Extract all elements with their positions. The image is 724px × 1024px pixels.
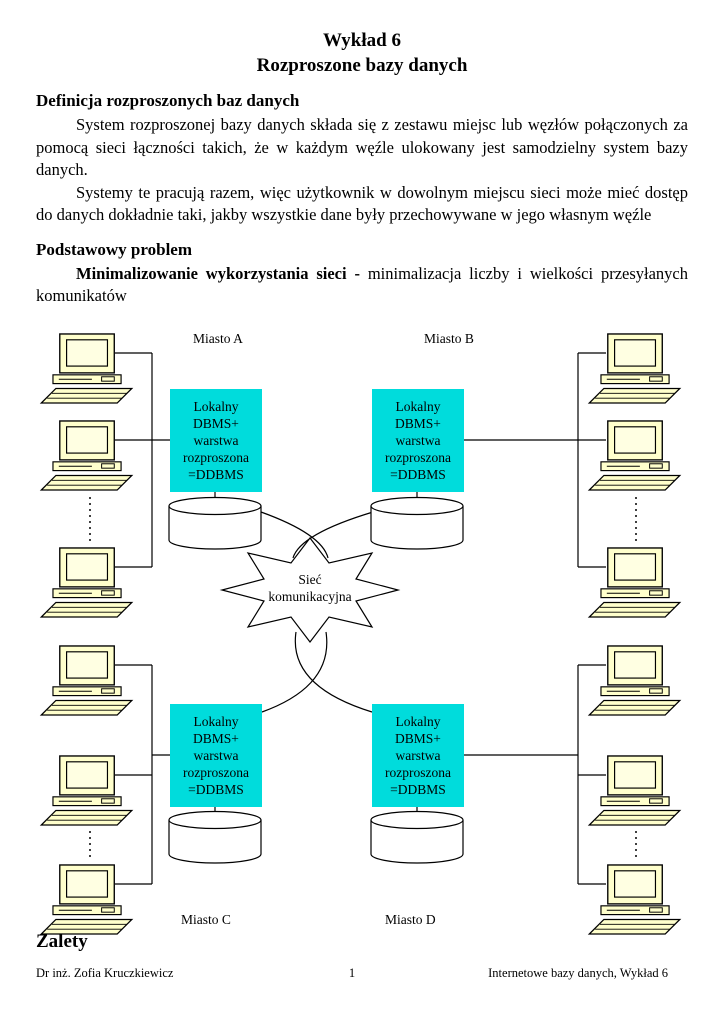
dbms-box-city-d: Lokalny DBMS+ warstwa rozproszona =DDBMS [372,704,464,807]
page-footer: Dr inż. Zofia Kruczkiewicz 1 Internetowe… [36,966,668,981]
paragraph-3: Minimalizowanie wykorzystania sieci - mi… [36,263,688,308]
computer-icon [36,755,140,827]
heading-definicja: Definicja rozproszonych baz danych [36,91,300,110]
heading-zalety: Zalety [36,931,88,952]
footer-page-number: 1 [348,966,356,980]
heading-problem: Podstawowy problem [36,239,192,259]
computer-icon [584,645,688,717]
computer-icon [584,755,688,827]
title-line-1: Wykład 6 [323,30,401,51]
computer-icon [584,864,688,936]
dbms-box-city-c: Lokalny DBMS+ warstwa rozproszona =DDBMS [170,704,262,807]
computer-icon [36,547,140,619]
page-title: Wykład 6 Rozproszone bazy danych [0,0,724,78]
title-line-2: Rozproszone bazy danych [256,55,468,76]
paragraph-3-rest: minimalizacja liczby i wielkości przesył… [36,263,688,306]
city-label-c: Miasto C [181,912,231,927]
computer-icon [584,547,688,619]
paragraph-1: System rozproszonej bazy danych składa s… [36,115,688,179]
city-label-b: Miasto B [424,331,474,346]
footer-author: Dr inż. Zofia Kruczkiewicz [36,966,174,980]
paragraph-3-bold: Minimalizowanie wykorzystania sieci - [76,263,368,283]
city-label-d: Miasto D [385,912,436,927]
city-label-a: Miasto A [193,331,243,346]
dbms-box-city-b: Lokalny DBMS+ warstwa rozproszona =DDBMS [372,389,464,492]
computer-icon [584,420,688,492]
computer-icon [36,420,140,492]
body-text: Definicja rozproszonych baz danych Syste… [36,91,688,308]
network-label: Sieć komunikacyjna [268,572,352,604]
dbms-box-city-a: Lokalny DBMS+ warstwa rozproszona =DDBMS [170,389,262,492]
paragraph-2: Systemy te pracują razem, więc użytkowni… [36,182,688,225]
computer-icon [36,864,140,936]
computer-icon [36,333,140,405]
footer-course: Internetowe bazy danych, Wykład 6 [488,966,668,980]
database-cylinder-icon [168,496,464,864]
computer-icon [36,645,140,717]
computer-icon [584,333,688,405]
